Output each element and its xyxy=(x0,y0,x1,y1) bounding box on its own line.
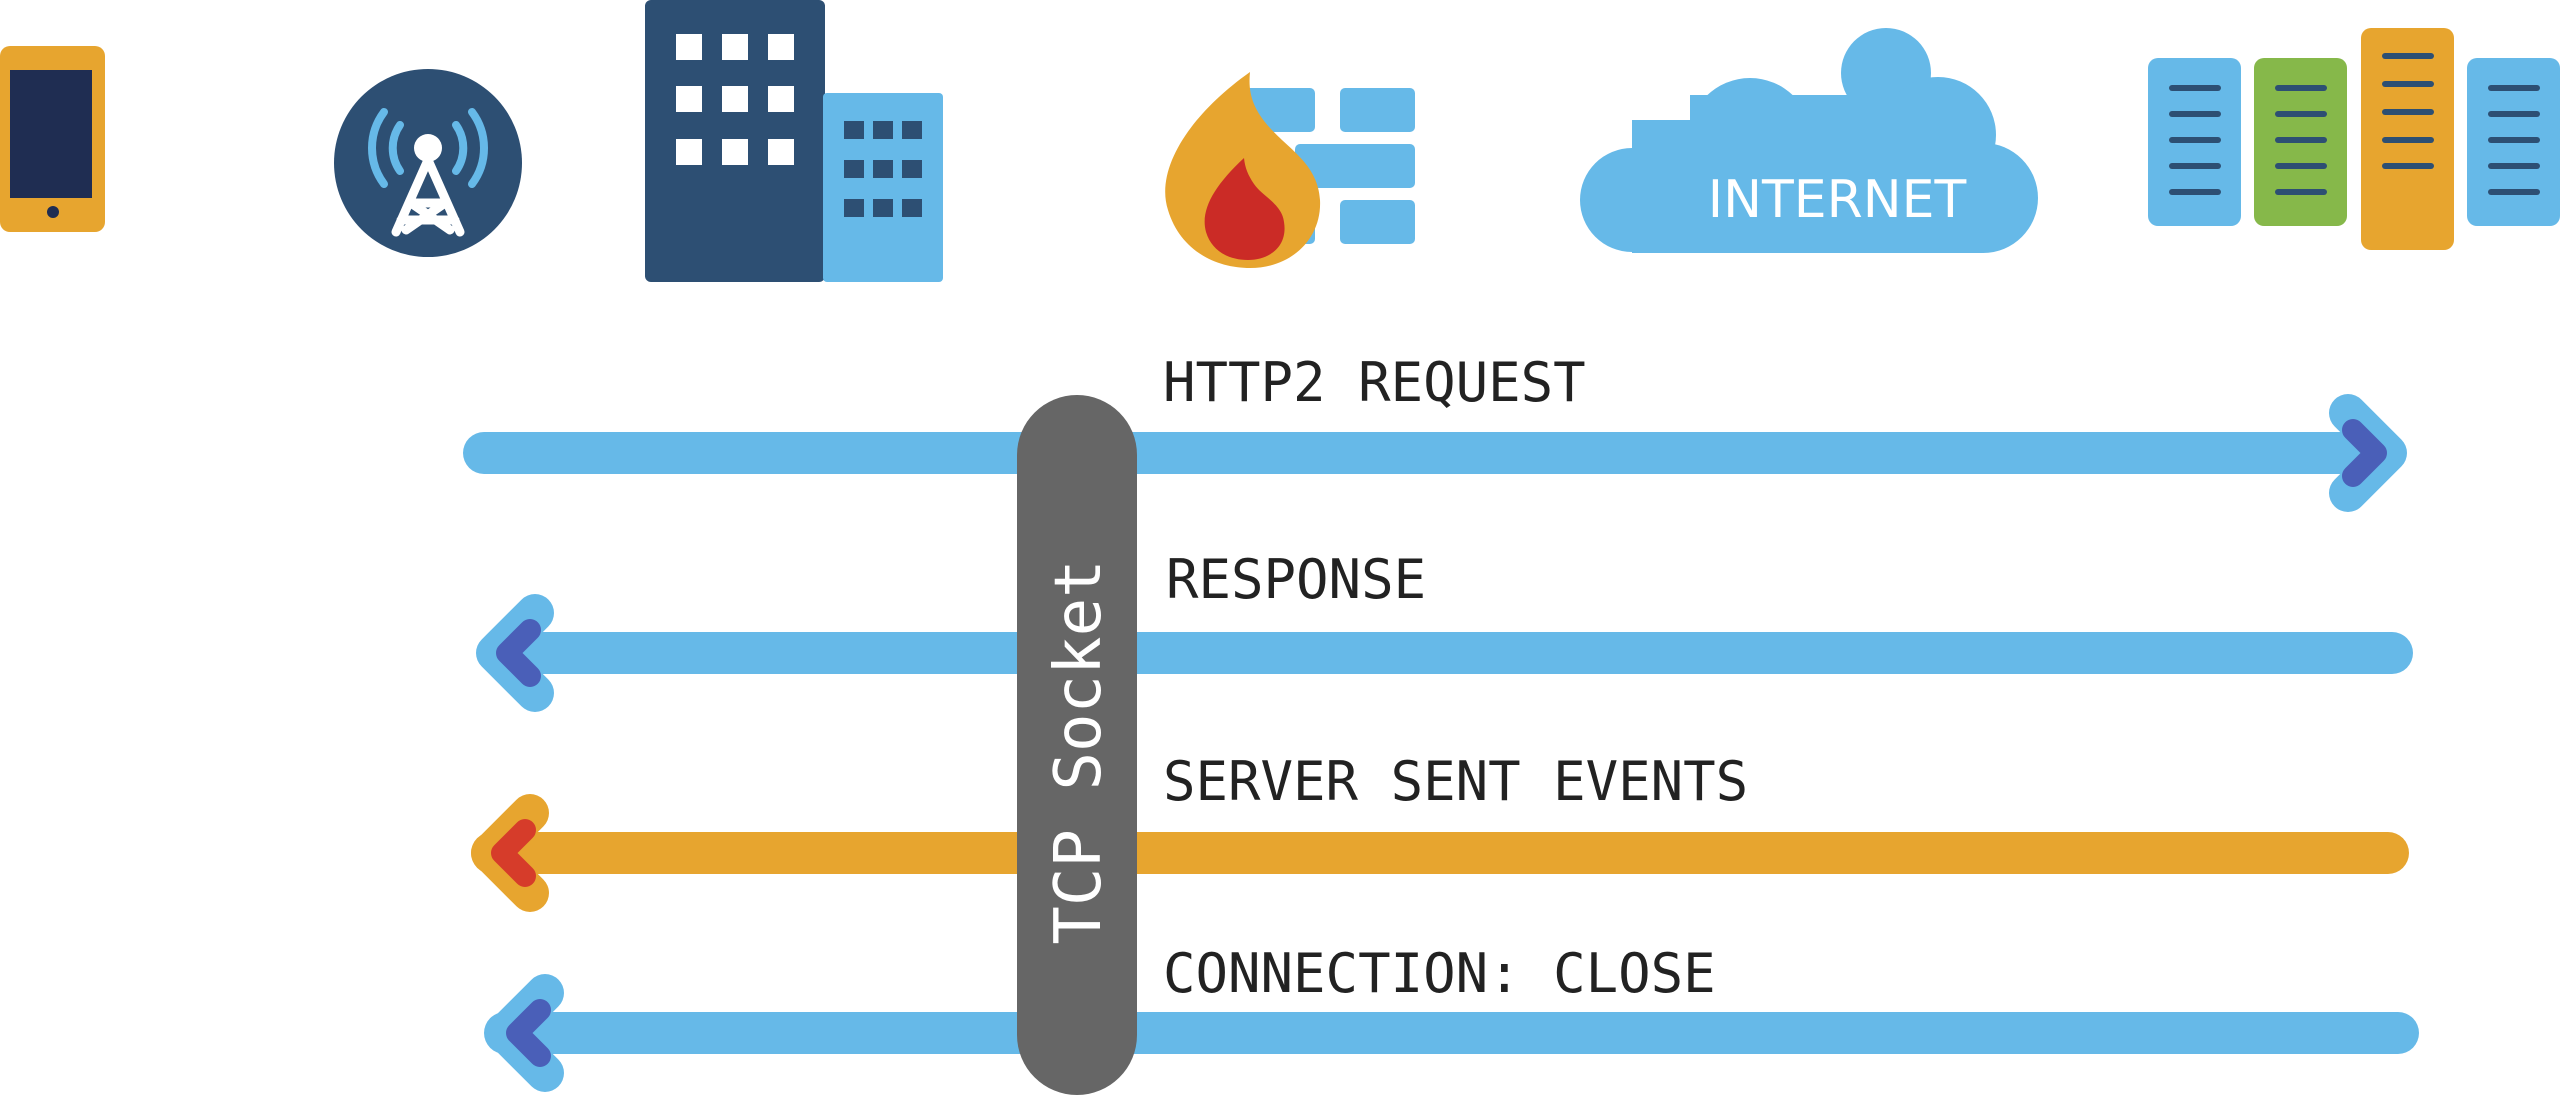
connection-close-label: CONNECTION: CLOSE xyxy=(1163,942,1716,1005)
arrow-connection-close xyxy=(484,974,2419,1092)
cell-tower-icon xyxy=(334,69,522,257)
server-sent-events-label: SERVER SENT EVENTS xyxy=(1163,750,1749,813)
response-label: RESPONSE xyxy=(1166,548,1427,611)
internet-cloud-icon: INTERNET xyxy=(1580,28,2038,253)
arrow-server-sent-events xyxy=(471,794,2409,912)
tcp-socket: TCP Socket xyxy=(1017,395,1137,1095)
internet-label: INTERNET xyxy=(1708,170,1967,230)
office-building-icon xyxy=(645,0,943,282)
server-rack-icon xyxy=(2148,28,2560,250)
tcp-socket-label: TCP Socket xyxy=(1042,559,1116,944)
http2-request-label: HTTP2 REQUEST xyxy=(1163,351,1586,414)
smartphone-icon xyxy=(0,46,105,232)
arrow-http2-request xyxy=(463,394,2407,512)
arrow-response xyxy=(476,594,2413,712)
firewall-icon xyxy=(1165,72,1415,268)
